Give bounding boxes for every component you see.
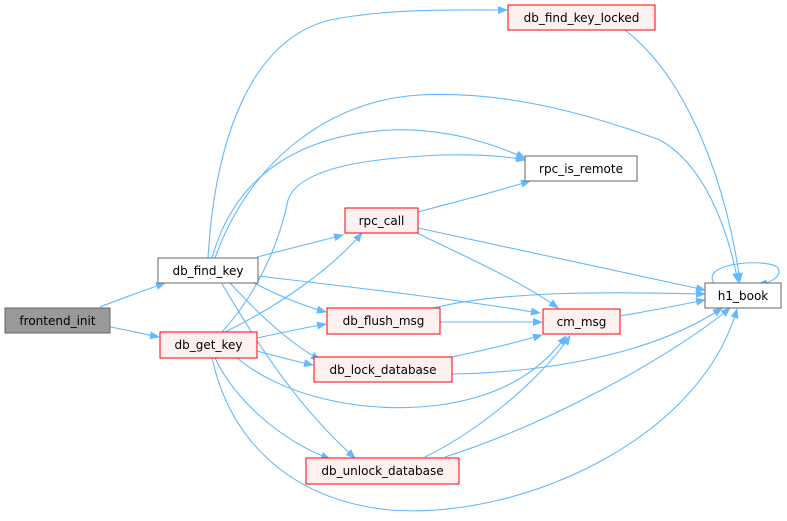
node-db-find-key-locked-box [507,4,656,31]
edge-db-find-key-to-db-unlock-database [221,283,356,459]
node-db-lock-database-box [313,356,453,383]
node-db-flush-msg-label: db_flush_msg [343,314,425,328]
edge-cm-msg-to-h1-book [619,297,706,317]
edge-db-get-key-to-db-flush-msg [256,321,327,339]
node-db-flush-msg-box [326,307,441,335]
node-h1-book-label: h1_book [718,289,769,303]
edge-frontend-init-to-db-get-key [109,326,160,340]
node-db-find-key[interactable]: db_find_key [157,257,259,284]
node-db-get-key[interactable]: db_get_key [159,331,258,359]
node-cm-msg-box [542,308,621,335]
node-rpc-is-remote[interactable]: rpc_is_remote [524,155,638,182]
node-db-find-key-box [157,257,259,284]
node-db-unlock-database[interactable]: db_unlock_database [305,457,460,485]
node-cm-msg-label: cm_msg [557,315,607,329]
edge-frontend-init-to-db-find-key [99,282,166,308]
edge-db-get-key-to-db-unlock-database [214,357,331,460]
node-h1-book-box [704,282,782,309]
edge-db-find-key-to-cm-msg [257,275,541,316]
edge-db-find-key-to-db-flush-msg [251,281,327,314]
node-rpc-is-remote-box [524,155,638,182]
node-db-find-key-locked-label: db_find_key_locked [524,11,640,25]
edge-db-lock-database-to-cm-msg [451,333,543,358]
node-rpc-call-box [344,207,419,234]
edge-db-find-key-to-h1-book [214,93,741,283]
node-db-unlock-database-box [305,457,460,485]
node-db-unlock-database-label: db_unlock_database [321,464,443,478]
edge-rpc-call-to-cm-msg [414,231,559,309]
node-rpc-call-label: rpc_call [359,214,405,228]
node-db-flush-msg[interactable]: db_flush_msg [326,307,441,335]
edge-db-find-key-to-db-find-key-locked [207,5,508,259]
node-frontend-init-box [4,307,111,334]
edge-db-find-key-to-rpc-call [256,233,344,258]
edge-db-lock-database-to-h1-book [451,307,723,375]
node-db-find-key-label: db_find_key [172,264,243,278]
node-db-lock-database[interactable]: db_lock_database [313,356,453,383]
edge-db-get-key-to-rpc-call [224,232,363,333]
edge-db-unlock-database-to-h1-book [444,307,731,458]
edge-rpc-call-to-rpc-is-remote [417,179,531,213]
node-frontend-init[interactable]: frontend_init [4,307,111,334]
edges [99,5,780,512]
node-frontend-init-label: frontend_init [19,314,95,328]
node-h1-book[interactable]: h1_book [704,282,782,309]
edge-db-find-key-to-db-lock-database [229,282,321,361]
edge-h1-book-self-loop [711,262,780,288]
edge-db-get-key-to-h1-book [211,308,739,512]
node-db-find-key-locked[interactable]: db_find_key_locked [507,4,656,31]
node-db-get-key-box [159,331,258,359]
edge-db-get-key-to-db-lock-database [256,350,314,368]
node-db-lock-database-label: db_lock_database [329,363,436,377]
node-cm-msg[interactable]: cm_msg [542,308,621,335]
edge-db-flush-msg-to-h1-book [429,289,706,310]
edge-db-find-key-to-rpc-is-remote [211,129,526,259]
node-db-get-key-label: db_get_key [175,338,243,352]
edge-rpc-call-to-h1-book [417,227,706,293]
edge-db-get-key-to-cm-msg [235,335,567,409]
node-rpc-is-remote-label: rpc_is_remote [539,162,623,176]
edge-db-unlock-database-to-cm-msg [424,335,571,458]
edge-db-find-key-locked-to-h1-book [624,29,743,283]
node-rpc-call[interactable]: rpc_call [344,207,419,234]
edge-db-get-key-to-rpc-is-remote [221,154,526,333]
